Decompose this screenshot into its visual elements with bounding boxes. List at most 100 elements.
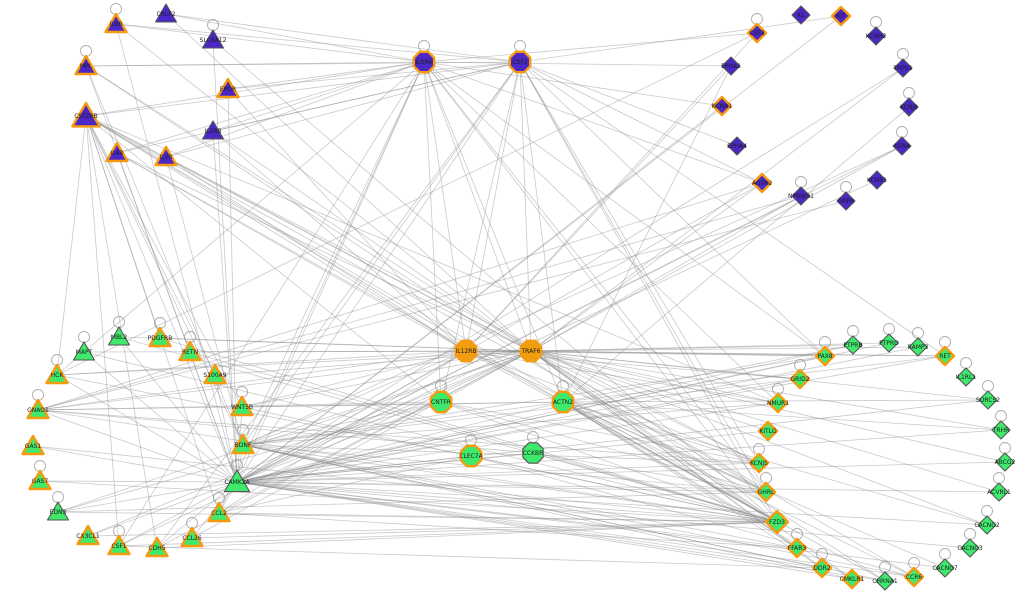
- node-NMUR1[interactable]: [767, 392, 789, 414]
- node-FFAR3[interactable]: [786, 537, 808, 559]
- node-IL9R[interactable]: [104, 12, 128, 34]
- node-CNTFR[interactable]: [429, 390, 453, 414]
- node-KCNJ8[interactable]: [899, 97, 919, 117]
- node-KERA[interactable]: [892, 136, 912, 156]
- node-HCK[interactable]: [45, 363, 69, 385]
- edge-FZD3-PDGFRB: [159, 337, 778, 523]
- node-TRPV1[interactable]: [893, 58, 913, 78]
- edge-CAMK2A-CACNG7: [236, 481, 946, 569]
- node-MPL[interactable]: [74, 54, 98, 76]
- node-KL[interactable]: [791, 5, 811, 25]
- edge-CSF2-FZD3: [519, 61, 778, 523]
- node-CRLF2[interactable]: [154, 3, 178, 23]
- node-GRPR[interactable]: [836, 191, 856, 211]
- node-CACNG7[interactable]: [935, 558, 955, 578]
- node-KCNJ5[interactable]: [748, 452, 770, 474]
- node-CCKBR[interactable]: [522, 442, 544, 464]
- edge-IL5RA-TRAF6: [423, 61, 532, 352]
- node-shape-tri: [216, 77, 240, 99]
- node-CSF2[interactable]: [508, 50, 532, 74]
- edge-IL7R-BDNF: [165, 156, 244, 446]
- node-PTPRO[interactable]: [879, 333, 899, 353]
- node-PAX8[interactable]: [814, 345, 836, 367]
- node-IL2RB[interactable]: [201, 120, 225, 140]
- node-shape-dia: [786, 537, 808, 559]
- edge-CNTFR-GHRL: [440, 401, 767, 493]
- node-EPHA1[interactable]: [721, 56, 741, 76]
- edge-CLEC7A-CCL2: [218, 455, 472, 514]
- edge-ACTN2-TRHR: [562, 401, 1002, 431]
- node-CDH5[interactable]: [145, 536, 169, 558]
- node-MAPT[interactable]: [72, 341, 96, 361]
- node-ACVRL1[interactable]: [989, 482, 1009, 502]
- selfloop-GRPR: [840, 181, 852, 193]
- node-CAMK2A[interactable]: [223, 469, 251, 493]
- edge-CSF2RB-CNTFR: [85, 115, 442, 403]
- node-IL7R[interactable]: [154, 145, 178, 167]
- node-KIT[interactable]: [830, 5, 852, 27]
- node-GRID2[interactable]: [789, 368, 811, 390]
- edge-CSF2-KIT: [519, 15, 842, 63]
- node-CMKLR1[interactable]: [841, 568, 863, 590]
- edge-CNTFR-KCNJ5: [440, 401, 760, 464]
- node-CSF1[interactable]: [107, 534, 131, 556]
- node-shape-tri: [74, 54, 98, 76]
- node-IL4R[interactable]: [105, 141, 129, 163]
- node-GAS1[interactable]: [21, 434, 45, 456]
- node-IL12RB[interactable]: [454, 339, 478, 363]
- node-IL1RL1[interactable]: [956, 367, 976, 387]
- node-MBL2[interactable]: [107, 326, 131, 346]
- node-shape-tri: [26, 398, 50, 420]
- node-CCR6[interactable]: [903, 566, 925, 588]
- node-SORCS2[interactable]: [978, 390, 998, 410]
- node-RAMP3[interactable]: [908, 337, 928, 357]
- node-KITLG[interactable]: [757, 420, 779, 442]
- node-CX3CL1[interactable]: [76, 524, 100, 546]
- node-NPBWR1[interactable]: [791, 186, 811, 206]
- node-EPOR[interactable]: [216, 77, 240, 99]
- node-BDNF[interactable]: [231, 433, 255, 455]
- node-RET[interactable]: [934, 345, 956, 367]
- node-SLC6A12[interactable]: [201, 29, 225, 49]
- edge-CCKBR-GNAO1: [37, 409, 534, 454]
- node-GNAO1[interactable]: [26, 398, 50, 420]
- node-PTPRB[interactable]: [843, 335, 863, 355]
- node-CHRNA1[interactable]: [875, 571, 895, 591]
- node-KCNH2[interactable]: [866, 26, 886, 46]
- node-CSF2RB[interactable]: [71, 101, 101, 128]
- node-shape-tri: [45, 363, 69, 385]
- node-shape-dia: [727, 136, 747, 156]
- node-shape-dia: [767, 392, 789, 414]
- node-DDR2[interactable]: [811, 557, 833, 579]
- node-GAS7[interactable]: [28, 469, 52, 491]
- node-GHRL[interactable]: [755, 481, 777, 503]
- node-WNT5B[interactable]: [230, 395, 254, 417]
- edge-CAMK2A-GRID2: [236, 378, 801, 483]
- node-shape-tri: [28, 469, 52, 491]
- node-AGTR2[interactable]: [751, 172, 773, 194]
- node-CCL26[interactable]: [180, 526, 204, 548]
- node-KCNS1[interactable]: [867, 170, 887, 190]
- node-IL5RA[interactable]: [412, 50, 436, 74]
- node-ABCG2[interactable]: [995, 452, 1015, 472]
- node-TRHR[interactable]: [991, 420, 1011, 440]
- node-shape-tri: [104, 12, 128, 34]
- node-TRAF6[interactable]: [519, 339, 543, 363]
- node-ACTN2[interactable]: [551, 390, 575, 414]
- edge-CLEC7A-CAMK2A: [236, 455, 472, 483]
- node-CACNG3[interactable]: [960, 538, 980, 558]
- selfloop-ABCG2: [999, 442, 1011, 454]
- node-EPHA4[interactable]: [727, 136, 747, 156]
- node-KCNA1[interactable]: [711, 95, 733, 117]
- node-EDN3[interactable]: [46, 501, 70, 521]
- node-CSF3[interactable]: [746, 22, 768, 44]
- node-CLEC7A[interactable]: [459, 444, 483, 468]
- node-RETN[interactable]: [178, 340, 202, 362]
- node-CACNG2[interactable]: [977, 515, 997, 535]
- node-S100A9[interactable]: [203, 363, 227, 385]
- node-CCL2[interactable]: [207, 501, 231, 523]
- node-PDGFRB[interactable]: [148, 326, 172, 348]
- node-FZD3[interactable]: [764, 509, 790, 535]
